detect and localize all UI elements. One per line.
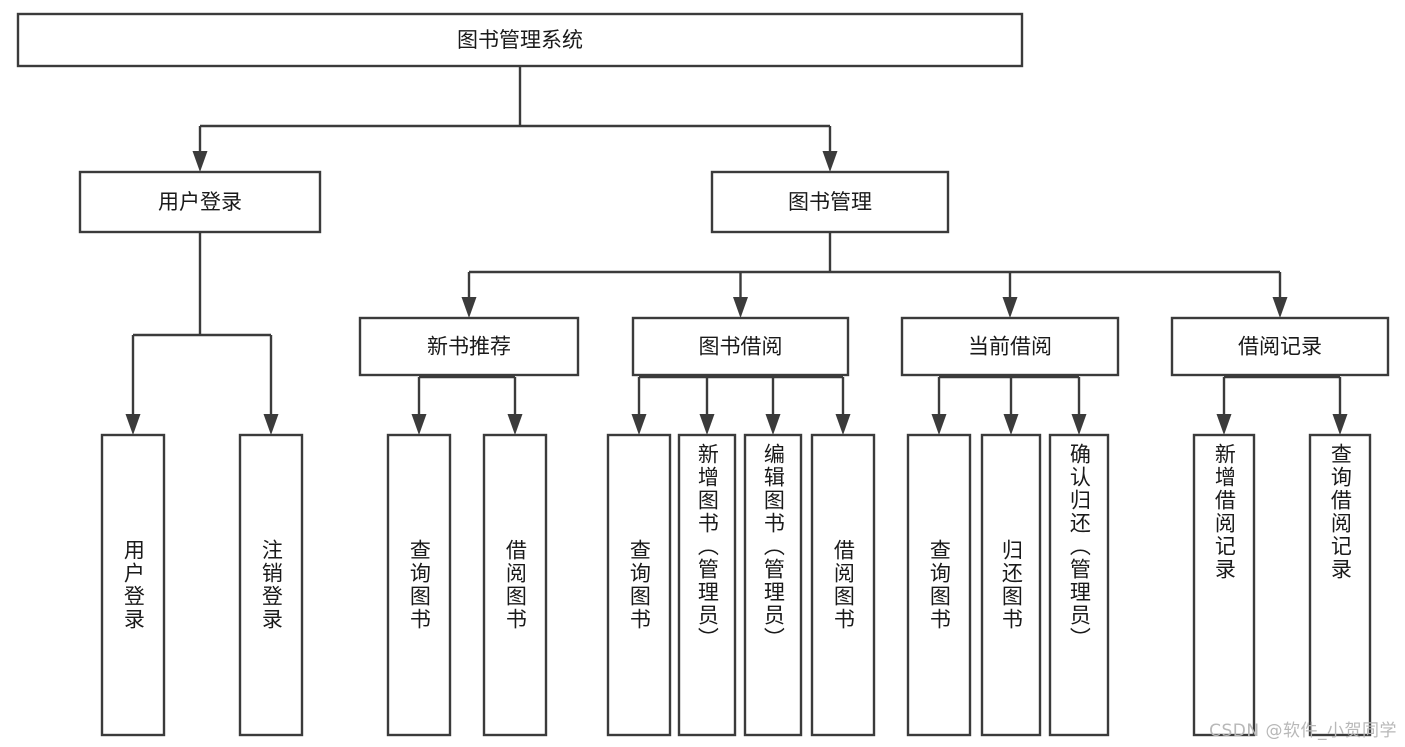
- leaf-leaf-add-book[interactable]: [677, 433, 737, 737]
- arrow-to-leaf-confirm-return: [1071, 414, 1087, 435]
- arrow-to-leaf-query-book-3: [931, 414, 947, 435]
- arrow-to-borrow-record: [1272, 297, 1288, 318]
- node-label-borrow-record: 借阅记录: [1238, 335, 1322, 359]
- node-root[interactable]: [16, 12, 1024, 68]
- arrow-to-current-borrow: [1002, 297, 1018, 318]
- leaf-leaf-add-record[interactable]: [1192, 433, 1256, 737]
- arrow-to-user-login: [192, 151, 208, 172]
- arrow-to-leaf-user-logout: [263, 414, 279, 435]
- leaf-leaf-confirm-return[interactable]: [1048, 433, 1110, 737]
- node-new-book-rec[interactable]: [358, 316, 580, 377]
- arrow-to-leaf-query-book-1: [411, 414, 427, 435]
- node-label-book-borrow: 图书借阅: [699, 335, 783, 359]
- node-borrow-record[interactable]: [1170, 316, 1390, 377]
- csdn-watermark: CSDN @软件_小贺同学: [1209, 721, 1397, 741]
- node-label-root: 图书管理系统: [457, 28, 583, 52]
- arrow-to-leaf-borrow-book-2: [835, 414, 851, 435]
- leaf-leaf-user-logout[interactable]: [238, 433, 304, 737]
- leaf-leaf-query-book-2[interactable]: [606, 433, 672, 737]
- leaf-leaf-user-login[interactable]: [100, 433, 166, 737]
- leaf-leaf-borrow-book-2[interactable]: [810, 433, 876, 737]
- arrow-to-new-book-rec: [461, 297, 477, 318]
- leaf-leaf-borrow-book-1[interactable]: [482, 433, 548, 737]
- boxes-layer: [16, 12, 1390, 737]
- arrow-to-leaf-return-book: [1003, 414, 1019, 435]
- leaf-leaf-query-book-3[interactable]: [906, 433, 972, 737]
- arrow-to-book-manage: [822, 151, 838, 172]
- node-label-new-book-rec: 新书推荐: [427, 335, 511, 359]
- node-label-book-manage: 图书管理: [788, 190, 872, 214]
- node-book-manage[interactable]: [710, 170, 950, 234]
- leaf-leaf-edit-book[interactable]: [743, 433, 803, 737]
- node-label-user-login: 用户登录: [158, 190, 242, 214]
- node-current-borrow[interactable]: [900, 316, 1120, 377]
- arrow-to-book-borrow: [733, 297, 748, 318]
- leaf-leaf-query-record[interactable]: [1308, 433, 1372, 737]
- connectors-layer: [125, 66, 1348, 435]
- node-book-borrow[interactable]: [631, 316, 850, 377]
- arrow-to-leaf-user-login: [125, 414, 141, 435]
- arrow-to-leaf-edit-book: [765, 414, 781, 435]
- node-label-current-borrow: 当前借阅: [968, 335, 1052, 359]
- leaf-leaf-query-book-1[interactable]: [386, 433, 452, 737]
- arrow-to-leaf-query-book-2: [631, 414, 647, 435]
- arrow-to-leaf-add-record: [1216, 414, 1232, 435]
- arrow-to-leaf-query-record: [1332, 414, 1348, 435]
- arrow-to-leaf-borrow-book-1: [507, 414, 523, 435]
- node-user-login[interactable]: [78, 170, 322, 234]
- leaf-leaf-return-book[interactable]: [980, 433, 1042, 737]
- arrow-to-leaf-add-book: [699, 414, 715, 435]
